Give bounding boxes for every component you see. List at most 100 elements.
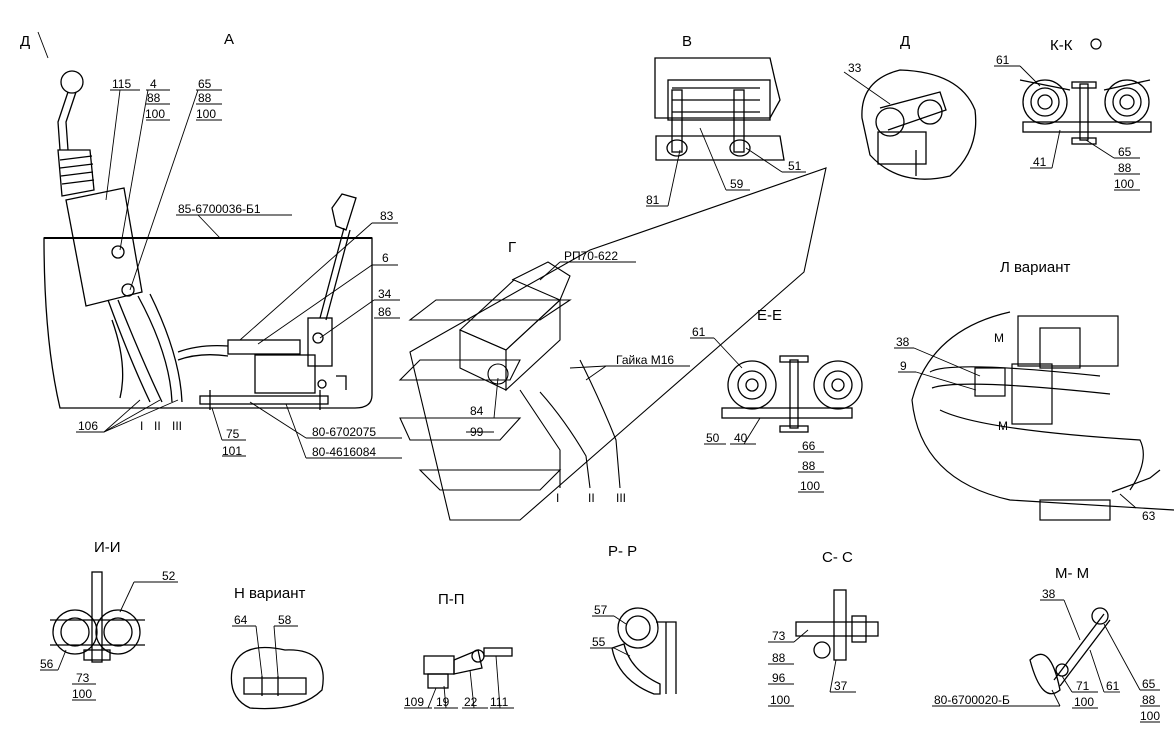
ref-51: 51 (788, 159, 802, 173)
ref-m1: М (994, 331, 1004, 345)
ref-38a: 38 (896, 335, 910, 349)
ref-101: 101 (222, 444, 242, 458)
ref-65c: 65 (1142, 677, 1156, 691)
view-kk (1019, 79, 1152, 145)
view-pp (423, 647, 513, 689)
ref-86: 86 (378, 305, 392, 319)
view-v (654, 57, 785, 161)
ref-65b: 65 (1118, 145, 1132, 159)
ref-88f: 88 (1142, 693, 1156, 707)
view-rr (611, 607, 677, 695)
ref-g-roman-2: II (588, 491, 595, 505)
ref-37: 37 (834, 679, 848, 693)
ref-55: 55 (592, 635, 606, 649)
ref-61b: 61 (692, 325, 706, 339)
leader-lines (37, 31, 1160, 723)
ref-22: 22 (464, 695, 478, 709)
ref-85: 85-6700036-Б1 (178, 202, 261, 216)
view-title-v: В (682, 33, 692, 50)
view-ee (721, 355, 863, 433)
view-title-ii: И-И (94, 539, 121, 556)
ref-80a: 80-6702075 (312, 425, 376, 439)
view-a (43, 70, 373, 410)
ref-34: 34 (378, 287, 392, 301)
ref-84: 84 (470, 404, 484, 418)
view-title-d-arrow: Д (20, 33, 30, 50)
ref-99: 99 (470, 425, 484, 439)
ref-9: 9 (900, 359, 907, 373)
view-title-n: Н вариант (234, 585, 305, 602)
ref-6: 6 (382, 251, 389, 265)
ref-88a: 88 (147, 91, 161, 105)
ref-33: 33 (848, 61, 862, 75)
ref-19: 19 (436, 695, 450, 709)
ref-115: 115 (112, 77, 131, 91)
ref-4: 4 (150, 77, 157, 91)
ref-50: 50 (706, 431, 720, 445)
ref-m2: М (998, 419, 1008, 433)
ref-80c: 80-6700020-Б (934, 693, 1010, 707)
ref-gaika: Гайка М16 (616, 353, 674, 367)
ref-roman-1: I (140, 419, 143, 433)
view-titles: Д А В Д К-К Г Е-Е Л вариант И-И Н вариан… (20, 31, 1102, 608)
ref-roman-3: III (172, 419, 182, 433)
ref-88b: 88 (198, 91, 212, 105)
ref-88e: 88 (772, 651, 786, 665)
ref-81: 81 (646, 193, 660, 207)
ref-80b: 80-4616084 (312, 445, 376, 459)
ref-65a: 65 (198, 77, 212, 91)
ref-38b: 38 (1042, 587, 1056, 601)
ref-96: 96 (772, 671, 786, 685)
ref-88c: 88 (1118, 161, 1132, 175)
ref-83: 83 (380, 209, 394, 223)
view-ii (50, 571, 145, 663)
view-title-d: Д (900, 33, 910, 50)
ref-roman-2: II (154, 419, 161, 433)
view-l (911, 311, 1174, 521)
ref-100c: 100 (1114, 177, 1134, 191)
ref-111: 111 (490, 695, 509, 709)
view-title-a: А (224, 31, 234, 48)
ref-40: 40 (734, 431, 748, 445)
view-ss (795, 589, 879, 661)
ref-g-roman-3: III (616, 491, 626, 505)
ref-106: 106 (78, 419, 98, 433)
ref-100e: 100 (72, 687, 92, 701)
view-title-kk: К-К (1050, 37, 1073, 54)
ref-rp70: РП70-622 (564, 249, 618, 263)
ref-64: 64 (234, 613, 248, 627)
ref-52: 52 (162, 569, 176, 583)
ref-100f: 100 (770, 693, 790, 707)
ref-100g: 100 (1074, 695, 1094, 709)
ref-58: 58 (278, 613, 292, 627)
ref-73b: 73 (772, 629, 786, 643)
ref-73a: 73 (76, 671, 90, 685)
ref-88d: 88 (802, 459, 816, 473)
view-mm (1029, 607, 1111, 695)
view-title-ss: С- С (822, 549, 853, 566)
ref-109: 109 (404, 695, 424, 709)
view-title-l: Л вариант (1000, 259, 1071, 276)
ref-61c: 61 (1106, 679, 1120, 693)
ref-57: 57 (594, 603, 608, 617)
ref-63: 63 (1142, 509, 1156, 523)
view-d (861, 69, 977, 180)
ref-100h: 100 (1140, 709, 1160, 723)
ref-56: 56 (40, 657, 54, 671)
ref-100b: 100 (196, 107, 216, 121)
view-g (398, 167, 827, 521)
view-title-ee: Е-Е (757, 307, 782, 324)
ref-g-roman-1: I (556, 491, 559, 505)
view-title-rr: Р- Р (608, 543, 637, 560)
view-title-pp: П-П (438, 591, 465, 608)
ref-61a: 61 (996, 53, 1010, 67)
ref-41: 41 (1033, 155, 1047, 169)
ref-66: 66 (802, 439, 816, 453)
view-title-mm: М- М (1055, 565, 1089, 582)
ref-100a: 100 (145, 107, 165, 121)
ref-100d: 100 (800, 479, 820, 493)
ref-59: 59 (730, 177, 744, 191)
view-title-g: Г (508, 239, 516, 256)
ref-75: 75 (226, 427, 240, 441)
